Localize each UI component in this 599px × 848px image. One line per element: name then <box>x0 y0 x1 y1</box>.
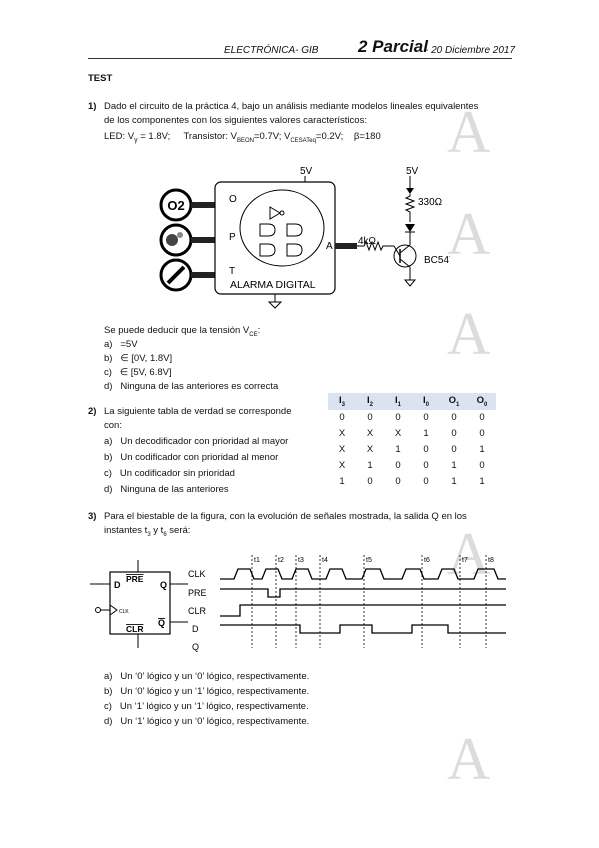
signal-label: CLR <box>188 606 207 616</box>
timing-diagram: CLK PRE CLR D Q t1 t2 t3 t4 t5 t6 t7 t8 <box>188 555 506 652</box>
signal-label: D <box>192 624 199 634</box>
header-cell: I0 <box>412 393 440 410</box>
truth-table-header: I3 I2 I1 I0 O1 O0 <box>328 393 496 410</box>
q1-option-c[interactable]: c) ∈ [5V, 6.8V] <box>104 367 172 378</box>
svg-text:D: D <box>114 580 121 590</box>
cable <box>191 237 217 243</box>
q2-text-line2: con: <box>104 420 122 431</box>
cable <box>335 243 357 249</box>
svg-text:A: A <box>326 241 333 252</box>
svg-text:T: T <box>229 266 235 277</box>
svg-text:4kΩ: 4kΩ <box>358 236 377 247</box>
header-cell: O0 <box>468 393 496 410</box>
watermark: A <box>447 99 491 165</box>
svg-text:PRE: PRE <box>126 574 144 584</box>
transistor-icon <box>393 244 417 268</box>
q3-option-d[interactable]: d) Un ‘1’ lógico y un ‘0’ lógico, respec… <box>104 716 310 727</box>
svg-text:330Ω: 330Ω <box>418 197 443 208</box>
cable <box>191 272 217 278</box>
instant-label: t1 <box>254 557 260 564</box>
signal-label: Q <box>192 642 199 652</box>
q3-option-c[interactable]: c) Un ‘1’ lógico y un ‘1’ lógico, respec… <box>104 701 309 712</box>
q3-text-line1: Para el biestable de la figura, con la e… <box>104 511 467 522</box>
q1-option-d[interactable]: d) Ninguna de las anteriores es correcta <box>104 381 279 392</box>
svg-text:P: P <box>229 232 236 243</box>
clk-waveform <box>220 568 506 580</box>
svg-text:CLK: CLK <box>119 609 129 615</box>
instant-label: t5 <box>366 557 372 564</box>
header-subject: ELECTRÓNICA- GIB <box>224 45 319 56</box>
signal-label: CLK <box>188 569 206 579</box>
q2-text-line1: La siguiente tabla de verdad se correspo… <box>104 406 292 417</box>
instant-label: t2 <box>278 557 284 564</box>
cable <box>191 202 217 208</box>
header-rule <box>88 58 512 59</box>
oxygen-sensor-icon: O2 <box>159 188 193 222</box>
svg-text:Q: Q <box>160 580 167 590</box>
svg-text:O: O <box>229 194 237 205</box>
watermark: A <box>447 201 491 267</box>
watermark: A <box>447 726 491 792</box>
q1-text-line1: Dado el circuito de la práctica 4, bajo … <box>104 101 479 112</box>
q2-option-d[interactable]: d) Ninguna de las anteriores <box>104 484 229 495</box>
q1-number: 1) <box>88 101 97 112</box>
section-title: TEST <box>88 73 113 84</box>
svg-text:5V: 5V <box>300 166 313 177</box>
instant-label: t4 <box>322 557 328 564</box>
instant-label: t8 <box>488 557 494 564</box>
q3-number: 3) <box>88 511 97 522</box>
instant-label: t7 <box>462 557 468 564</box>
pre-waveform <box>220 588 506 598</box>
q1-parameters: LED: Vγ = 1.8V; Transistor: VBEON=0.7V; … <box>104 131 381 144</box>
header-title: 2 Parcial <box>358 37 428 56</box>
header-cell: I3 <box>328 393 356 410</box>
logic-cloud <box>239 189 325 267</box>
header-cell: I2 <box>356 393 384 410</box>
q2-number: 2) <box>88 406 97 417</box>
q2-option-c[interactable]: c) Un codificador sin prioridad <box>104 468 235 479</box>
led-icon <box>405 224 415 232</box>
svg-text:BC547A: BC547A <box>424 255 450 266</box>
q1-option-b[interactable]: b) ∈ [0V, 1.8V] <box>104 353 173 364</box>
header-date: - 20 Diciembre 2017 <box>425 45 516 56</box>
svg-text:O2: O2 <box>167 198 184 213</box>
svg-text:ALARMA DIGITAL: ALARMA DIGITAL <box>230 279 316 291</box>
q3-option-b[interactable]: b) Un ‘0’ lógico y un ‘1’ lógico, respec… <box>104 686 310 697</box>
watermark: A <box>447 301 491 367</box>
instant-label: t6 <box>424 557 430 564</box>
q2-option-a[interactable]: a) Un decodificador con prioridad al may… <box>104 436 289 447</box>
smoke-sensor-icon <box>159 223 193 257</box>
q1-circuit-diagram: O2 5V O P T A ALARMA DIGITAL 4kΩ BC547A … <box>159 166 450 309</box>
svg-text:CLR: CLR <box>126 624 143 634</box>
watermark: A <box>447 521 491 587</box>
flipflop-diagram: D PRE Q CLK Q CLR <box>90 560 188 648</box>
q1-question: Se puede deducir que la tensión VCE: <box>104 325 261 338</box>
q1-text-line2: de los componentes con los siguientes va… <box>104 115 367 126</box>
signal-label: PRE <box>188 588 207 598</box>
q3-option-a[interactable]: a) Un ‘0’ lógico y un ‘0’ lógico, respec… <box>104 671 310 682</box>
header-cell: O1 <box>440 393 468 410</box>
svg-text:Q: Q <box>158 618 165 628</box>
q3-text-line2: instantes t3 y t6 será: <box>104 525 191 538</box>
clr-waveform <box>220 604 506 617</box>
header-cell: I1 <box>384 393 412 410</box>
temperature-sensor-icon <box>159 258 193 292</box>
d-waveform <box>220 624 506 634</box>
q2-option-b[interactable]: b) Un codificador con prioridad al menor <box>104 452 279 463</box>
svg-text:5V: 5V <box>406 166 419 177</box>
q1-option-a[interactable]: a) =5V <box>104 339 138 350</box>
logic-gates-icon <box>259 206 303 257</box>
instant-label: t3 <box>298 557 304 564</box>
